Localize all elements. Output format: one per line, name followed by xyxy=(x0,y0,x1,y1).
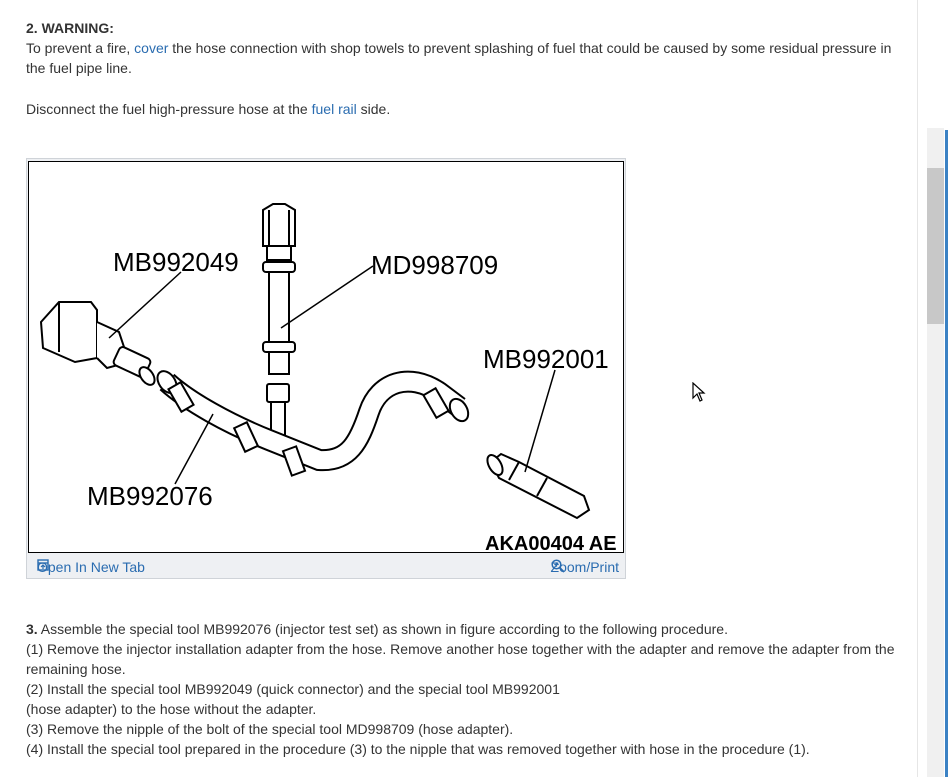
step-text: Assemble the special tool MB992076 (inje… xyxy=(37,621,728,637)
tool-diagram: MB992049 MD998709 MB992001 MB992076 AKA0… xyxy=(39,203,617,552)
warning-title: 2. WARNING: xyxy=(26,20,114,36)
disconnect-text-part: side. xyxy=(356,101,391,117)
zoom-print-label: Zoom/Print xyxy=(550,559,619,575)
procedure-steps: 3. Assemble the special tool MB992076 (i… xyxy=(26,619,911,759)
label-mb992076: MB992076 xyxy=(87,481,213,511)
step-3-3: (3) Remove the nipple of the bolt of the… xyxy=(26,721,514,737)
label-mb992001: MB992001 xyxy=(483,344,609,374)
warning-text-part: To prevent a fire, xyxy=(26,40,135,56)
warning-text-part: the hose connection with shop towels to … xyxy=(26,40,892,76)
mouse-cursor-icon xyxy=(692,382,706,402)
warning-text: To prevent a fire, cover the hose connec… xyxy=(26,38,911,78)
step-3-2a: (2) Install the special tool MB992049 (q… xyxy=(26,681,560,697)
cover-link[interactable]: cover xyxy=(134,40,169,56)
scroll-indicator xyxy=(945,130,948,777)
step-3-2b: (hose adapter) to the hose without the a… xyxy=(26,701,317,717)
open-new-tab-icon xyxy=(37,559,49,571)
page-scrollbar[interactable] xyxy=(917,0,948,777)
open-new-tab-label: Open In New Tab xyxy=(37,559,145,575)
label-mb992049: MB992049 xyxy=(113,247,239,277)
step-3-1: (1) Remove the injector installation ada… xyxy=(26,641,895,677)
step-number: 3. xyxy=(26,621,38,637)
step-3-4: (4) Install the special tool prepared in… xyxy=(26,741,810,757)
figure-image[interactable]: MB992049 MD998709 MB992001 MB992076 AKA0… xyxy=(28,161,624,553)
label-md998709: MD998709 xyxy=(371,250,498,280)
figure-container: MB992049 MD998709 MB992001 MB992076 AKA0… xyxy=(26,158,626,579)
figure-toolbar: Open In New Tab Zoom/Print xyxy=(27,553,625,579)
zoom-print-link[interactable]: Zoom/Print xyxy=(551,559,619,575)
scrollbar-thumb[interactable] xyxy=(927,168,944,324)
open-new-tab-link[interactable]: Open In New Tab xyxy=(37,559,145,575)
step-3: 3. Assemble the special tool MB992076 (i… xyxy=(26,619,911,639)
figure-code: AKA00404 AE xyxy=(485,533,617,552)
zoom-icon xyxy=(550,559,565,573)
fuel-rail-link[interactable]: fuel rail xyxy=(311,101,357,117)
disconnect-text-part: Disconnect the fuel high-pressure hose a… xyxy=(26,101,312,117)
disconnect-text: Disconnect the fuel high-pressure hose a… xyxy=(26,99,390,119)
